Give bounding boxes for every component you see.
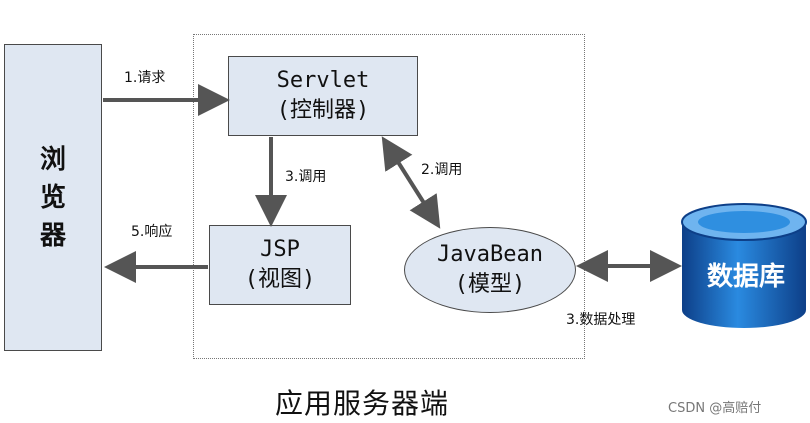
servlet-role: (控制器) [276,98,370,123]
browser-char-2: 览 [39,182,66,213]
database-cylinder-icon [681,203,807,328]
request-label: 1.请求 [124,70,166,86]
javabean-role: (模型) [454,272,526,297]
jsp-role: (视图) [244,267,316,292]
app-server-boundary [193,34,585,359]
app-server-title: 应用服务器端 [275,387,450,420]
call-model-label: 2.调用 [421,162,463,178]
javabean-title: JavaBean [437,242,543,267]
data-processing-label: 3.数据处理 [566,312,636,328]
browser-char-3: 器 [39,220,66,251]
database-label: 数据库 [706,262,785,292]
response-label: 5.响应 [131,224,173,240]
call-model-arrow [381,136,441,229]
watermark: CSDN @高赔付 [668,401,762,416]
browser-char-1: 浏 [39,144,66,175]
jsp-title: JSP [260,237,300,262]
call-view-label: 3.调用 [285,169,327,185]
javabean-model-ellipse: JavaBean (模型) [404,227,576,313]
servlet-title: Servlet [276,68,370,93]
browser-box: 浏 览 器 [4,44,102,351]
jsp-view-box: JSP (视图) [209,225,351,305]
servlet-controller-box: Servlet (控制器) [228,56,418,136]
